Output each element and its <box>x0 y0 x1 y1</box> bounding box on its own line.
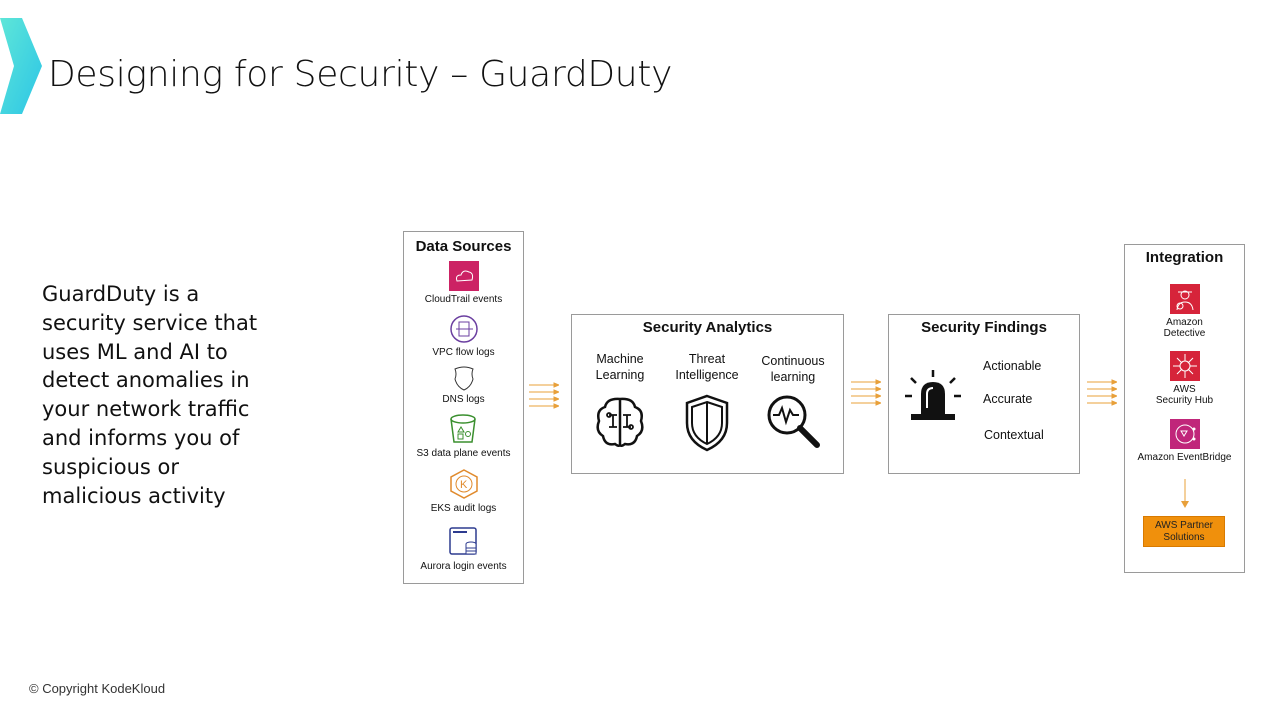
page-title: Designing for Security – GuardDuty <box>48 54 673 95</box>
cloudtrail-icon <box>448 261 479 291</box>
source-vpc: VPC flow logs <box>404 314 523 358</box>
data-sources-title: Data Sources <box>415 238 512 255</box>
col-label: Machine <box>596 352 644 366</box>
col-label: learning <box>770 370 816 384</box>
security-hub-icon <box>1169 351 1200 381</box>
source-label: CloudTrail events <box>424 294 503 305</box>
analytics-continuous: Continuous learning <box>753 353 833 455</box>
flow-arrows-icon <box>529 382 559 409</box>
integration-label: AWS <box>1173 384 1196 395</box>
flow-arrows-icon <box>1087 379 1117 406</box>
copyright-text: © Copyright KodeKloud <box>29 681 166 696</box>
finding-actionable: Actionable <box>983 359 1042 373</box>
integration-label: Amazon EventBridge <box>1137 452 1232 463</box>
partner-label: Solutions <box>1163 532 1205 543</box>
security-analytics-title: Security Analytics <box>642 319 773 336</box>
source-cloudtrail: CloudTrail events <box>404 261 523 305</box>
col-label: Intelligence <box>675 368 739 382</box>
source-label: EKS audit logs <box>430 503 497 514</box>
magnifier-pulse-icon <box>767 395 820 448</box>
finding-contextual: Contextual <box>984 428 1044 442</box>
flow-arrows-icon <box>851 379 881 406</box>
shield-icon <box>685 394 729 452</box>
brain-icon <box>596 397 644 448</box>
source-label: DNS logs <box>442 394 485 405</box>
col-label: Continuous <box>761 354 825 368</box>
guardduty-description: GuardDuty is a security service that use… <box>42 282 258 508</box>
source-label: VPC flow logs <box>432 347 495 358</box>
finding-accurate: Accurate <box>983 392 1033 406</box>
source-dns: DNS logs <box>404 365 523 405</box>
s3-bucket-icon <box>449 414 476 443</box>
integration-label: Detective <box>1163 328 1206 339</box>
dns-shield-icon <box>453 366 474 391</box>
source-s3: S3 data plane events <box>404 413 523 459</box>
detective-icon <box>1169 284 1200 314</box>
down-arrow-icon <box>1181 479 1189 508</box>
source-label: S3 data plane events <box>416 448 511 459</box>
source-eks: K EKS audit logs <box>404 468 523 514</box>
kodekloud-logo-icon <box>0 18 42 114</box>
data-sources-box: Data Sources CloudTrail events VPC flow … <box>403 231 524 584</box>
integration-label: Security Hub <box>1155 395 1214 406</box>
col-label: Learning <box>595 368 645 382</box>
eks-icon: K <box>449 469 478 499</box>
security-findings-title: Security Findings <box>921 319 1047 336</box>
integration-title: Integration <box>1145 249 1224 266</box>
source-aurora: Aurora login events <box>404 526 523 572</box>
eventbridge-icon <box>1169 419 1200 449</box>
partner-label: AWS Partner <box>1155 520 1213 531</box>
integration-eventbridge: Amazon EventBridge <box>1125 419 1244 463</box>
source-label: Aurora login events <box>420 561 507 572</box>
svg-text:K: K <box>460 479 468 491</box>
aurora-icon <box>448 527 477 555</box>
integration-label: Amazon <box>1166 317 1203 328</box>
security-findings-box: Security Findings Actionable Accurate Co… <box>888 314 1080 474</box>
alarm-siren-icon <box>905 370 961 420</box>
col-label: Threat <box>688 352 726 366</box>
vpc-flow-logs-icon <box>449 315 478 343</box>
